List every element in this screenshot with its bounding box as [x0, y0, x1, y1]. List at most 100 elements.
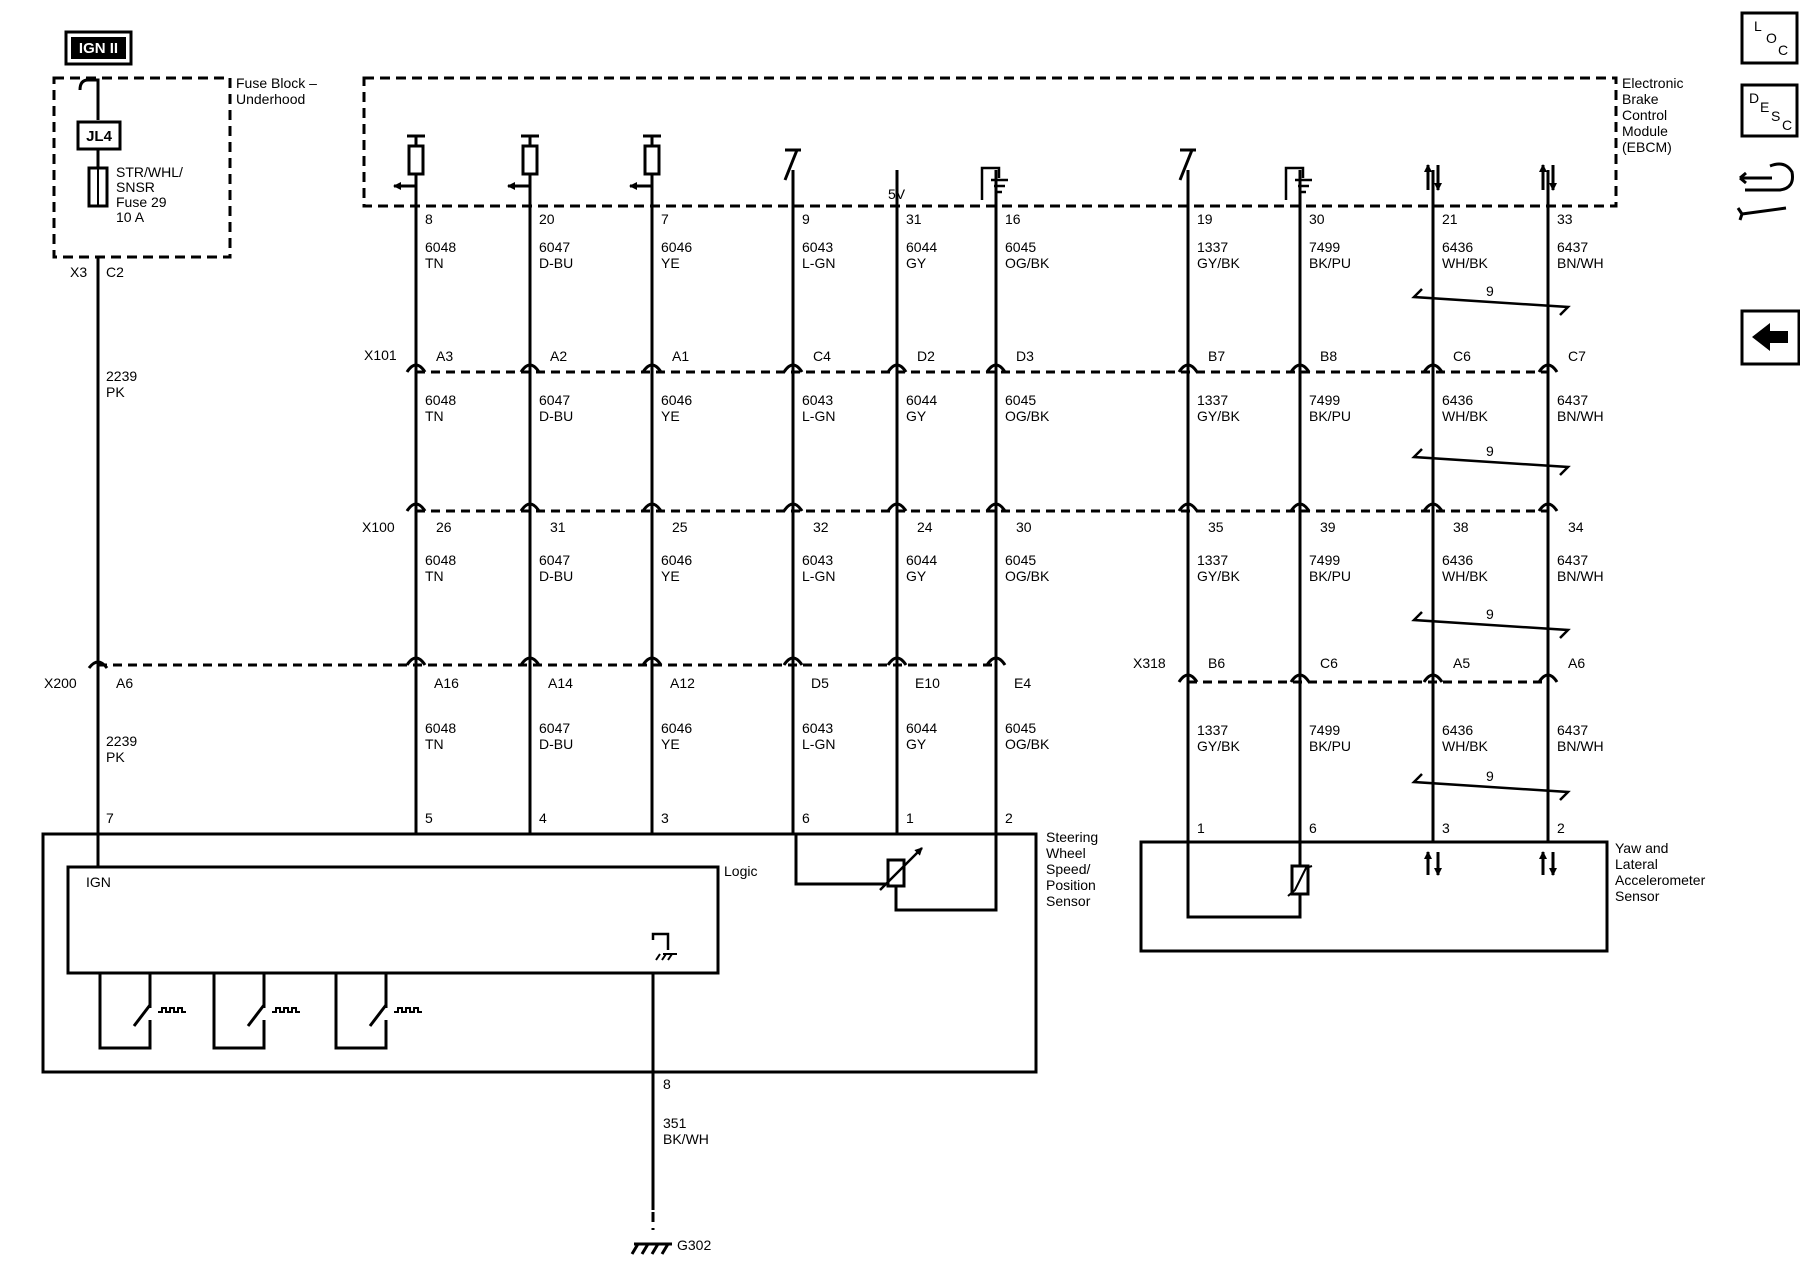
x200-pin-label: A14	[548, 675, 573, 691]
wire-21: 216436WH/BKC66436WH/BK386436WH/BKA56436W…	[1422, 164, 1489, 876]
circuit-label: 6436	[1442, 722, 1473, 738]
x100-pin-label: 39	[1320, 519, 1336, 535]
input-switch	[212, 973, 300, 1050]
twisted-pair-marker: 9	[1411, 606, 1571, 639]
back-arrow-button[interactable]	[1740, 309, 1800, 366]
description-button[interactable]: D E S C	[1740, 83, 1799, 138]
x100-pin-label: 34	[1568, 519, 1584, 535]
ebcm-pin-33: 33	[1557, 211, 1573, 227]
color-label: WH/BK	[1442, 255, 1489, 271]
circuit-label: 1337	[1197, 392, 1228, 408]
color-label: D-BU	[539, 568, 573, 584]
ign-color-label-2: PK	[106, 749, 125, 765]
x100-pin-label: 32	[813, 519, 829, 535]
circuit-label: 7499	[1309, 722, 1340, 738]
color-label: BK/PU	[1309, 255, 1351, 271]
device-pin-label: 5	[425, 810, 433, 826]
x101-pin-label: B8	[1320, 348, 1337, 364]
circuit-label: 6047	[539, 552, 570, 568]
circuit-label: 7499	[1309, 239, 1340, 255]
location-button[interactable]: L O C	[1740, 11, 1799, 65]
ebcm-label-3: Control	[1622, 107, 1667, 123]
circuit-label: 6047	[539, 720, 570, 736]
wire-20: 206047D-BUA26047D-BU316047D-BUA146047D-B…	[507, 134, 573, 834]
circuit-label: 6436	[1442, 239, 1473, 255]
x101-pin-label: D3	[1016, 348, 1034, 364]
circuit-label: 6045	[1005, 239, 1036, 255]
input-switch	[98, 973, 186, 1050]
sws-label-1: Steering	[1046, 829, 1098, 845]
jl4-label: JL4	[86, 128, 113, 145]
color-label: WH/BK	[1442, 408, 1489, 424]
device-pin-label: 3	[1442, 820, 1450, 836]
ign-feed-wire: 2239 PK A6 2239 PK 7	[87, 257, 137, 867]
circuit-label: 6047	[539, 392, 570, 408]
fuse-label-3: Fuse 29	[116, 194, 167, 210]
x100-pin-label: 35	[1208, 519, 1224, 535]
x101-pin-label: A2	[550, 348, 567, 364]
device-pin-label: 4	[539, 810, 547, 826]
yaw-label-3: Accelerometer	[1615, 872, 1706, 888]
circuit-label: 6044	[906, 239, 937, 255]
circuit-label: 6043	[802, 720, 833, 736]
fuse-label-4: 10 A	[116, 209, 145, 225]
ebcm-pin-7: 7	[661, 211, 669, 227]
twist-count-label: 9	[1486, 768, 1494, 784]
x318-pin-label: A5	[1453, 655, 1470, 671]
twist-count-label: 9	[1486, 443, 1494, 459]
color-label: D-BU	[539, 408, 573, 424]
circuit-label: 6436	[1442, 552, 1473, 568]
ground-color-label: BK/WH	[663, 1131, 709, 1147]
ebcm-module: Electronic Brake Control Module (EBCM) 5…	[362, 75, 1683, 208]
wire-group: 86048TNA36048TN266048TNA166048TN5206047D…	[393, 134, 1604, 876]
color-label: OG/BK	[1005, 255, 1050, 271]
color-label: BK/PU	[1309, 408, 1351, 424]
twist-count-label: 9	[1486, 606, 1494, 622]
ebcm-pin-31: 31	[906, 211, 922, 227]
color-label: BN/WH	[1557, 568, 1604, 584]
x100-pin-label: 30	[1016, 519, 1032, 535]
color-label: D-BU	[539, 736, 573, 752]
x100-pin-label: 24	[917, 519, 933, 535]
x101-pin-label: A3	[436, 348, 453, 364]
twisted-pair-marker: 9	[1411, 768, 1571, 801]
ign-device-pin-label: 7	[106, 810, 114, 826]
color-label: GY/BK	[1197, 408, 1240, 424]
fuse-block-title-2: Underhood	[236, 91, 305, 107]
color-label: TN	[425, 736, 444, 752]
color-label: L-GN	[802, 255, 835, 271]
circuit-label: 6046	[661, 392, 692, 408]
loc-letter-c: C	[1778, 42, 1788, 58]
color-label: WH/BK	[1442, 568, 1489, 584]
color-label: YE	[661, 255, 680, 271]
wire-19: 191337GY/BKB71337GY/BK351337GY/BKB61337G…	[1177, 148, 1240, 842]
ground-pin-label: 8	[663, 1076, 671, 1092]
x101-pin-label: C4	[813, 348, 831, 364]
circuit-label: 6046	[661, 720, 692, 736]
x101-pin-label: C7	[1568, 348, 1586, 364]
device-pin-label: 1	[906, 810, 914, 826]
twist-count-label: 9	[1486, 283, 1494, 299]
color-label: OG/BK	[1005, 408, 1050, 424]
loc-letter-o: O	[1766, 30, 1777, 46]
device-pin-label: 2	[1005, 810, 1013, 826]
circuit-label: 6045	[1005, 720, 1036, 736]
color-label: GY/BK	[1197, 255, 1240, 271]
circuit-label: 6048	[425, 392, 456, 408]
sws-label-3: Speed/	[1046, 861, 1090, 877]
service-hand-wrench-icon[interactable]	[1736, 162, 1794, 221]
color-label: GY	[906, 568, 927, 584]
ground-g302: 8 351 BK/WH G302	[630, 973, 711, 1255]
x200-pin-label: E10	[915, 675, 940, 691]
desc-letter-c: C	[1782, 117, 1792, 133]
color-label: GY/BK	[1197, 738, 1240, 754]
circuit-label: 6044	[906, 392, 937, 408]
circuit-label: 7499	[1309, 392, 1340, 408]
circuit-label: 6048	[425, 239, 456, 255]
color-label: BK/PU	[1309, 738, 1351, 754]
ign-x200-pin-label: A6	[116, 675, 133, 691]
color-label: L-GN	[802, 736, 835, 752]
fuse-block-underhood: Fuse Block – Underhood JL4 STR/WHL/ SNSR…	[52, 75, 317, 280]
